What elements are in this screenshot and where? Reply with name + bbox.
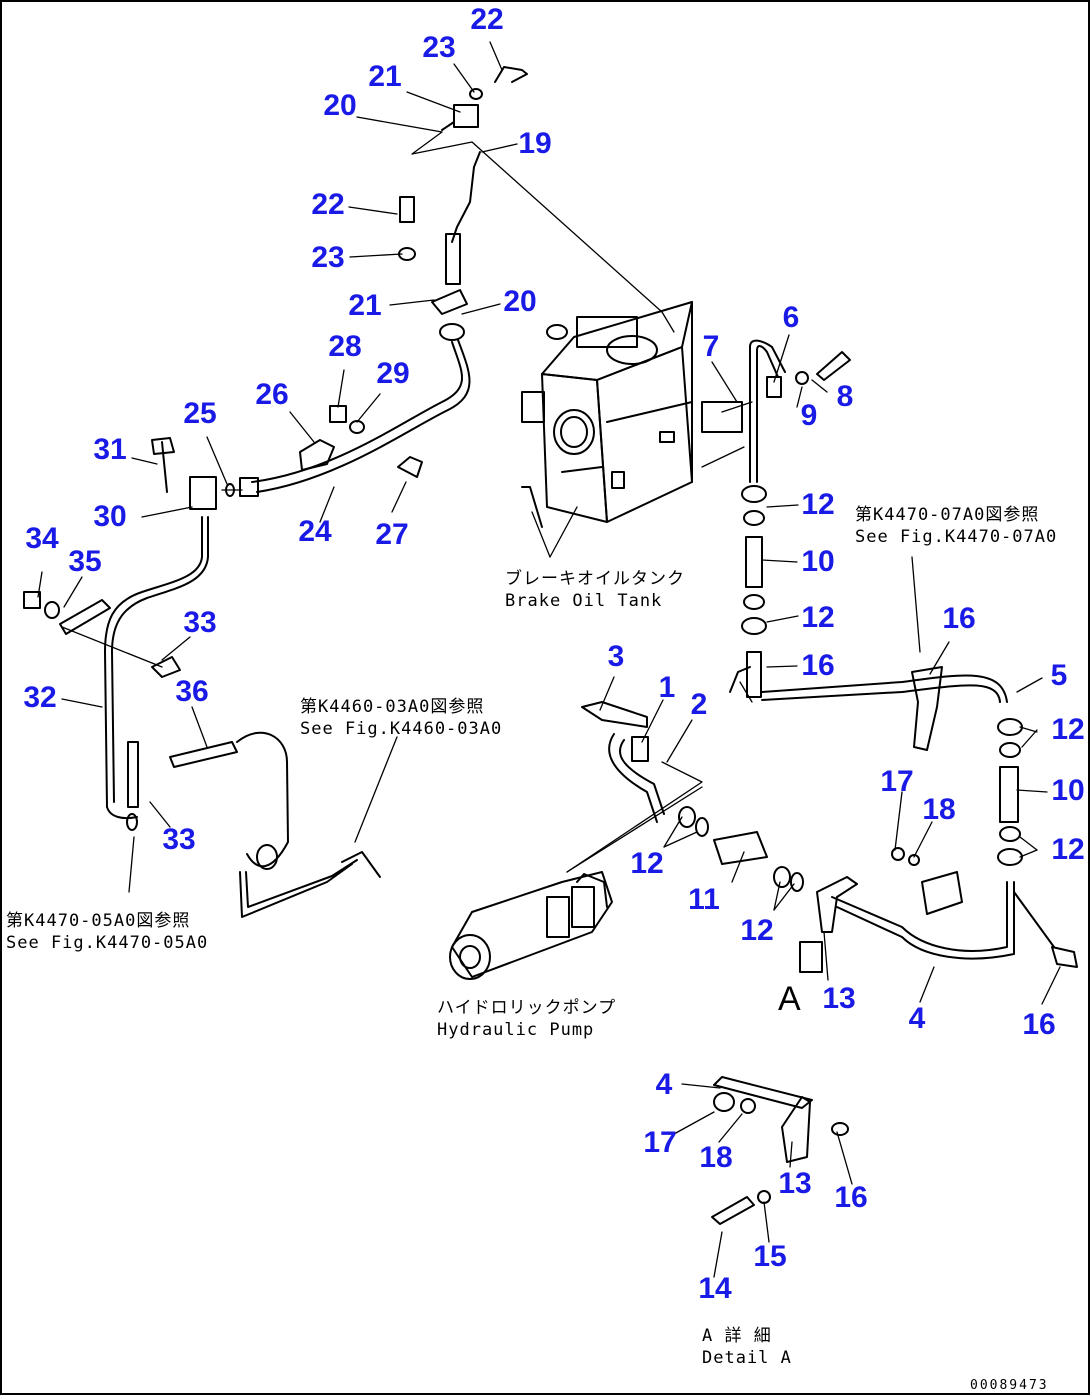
callout-23: 23 [422,31,456,64]
brake-oil-tank-label: ブレーキオイルタンク Brake Oil Tank [505,568,685,612]
hydraulic-pump-jp: ハイドロリックポンプ [437,998,617,1018]
callout-15: 15 [753,1240,787,1273]
callout-16: 16 [942,602,976,635]
callout-22: 22 [311,188,345,221]
brake-oil-tank [521,301,743,528]
callout-2: 2 [690,688,708,721]
callout-33: 33 [162,823,196,856]
leader-lines [37,41,1061,1278]
callout-12: 12 [1051,713,1085,746]
brake-oil-tank-jp: ブレーキオイルタンク [505,569,685,589]
right-assembly [729,339,1023,866]
hydraulic-pump-label: ハイドロリックポンプ Hydraulic Pump [437,997,616,1041]
detail-a-jp: A 詳 細 [702,1326,772,1346]
detail-a-en: Detail A [702,1348,792,1368]
callout-22: 22 [470,3,504,36]
ref-note-k4470-07a0: 第K4470-07A0図参照 See Fig.K4470-07A0 [855,504,1057,548]
ref-note-k4470-05a0: 第K4470-05A0図参照 See Fig.K4470-05A0 [6,910,208,954]
view-a-marker: A [778,980,801,1018]
callout-19: 19 [518,127,552,160]
top-fittings [398,66,528,341]
callout-32: 32 [23,681,57,714]
callout-23: 23 [311,241,345,274]
callout-21: 21 [348,289,382,322]
callout-12: 12 [1051,833,1085,866]
callout-16: 16 [834,1181,868,1214]
ref-note-en: See Fig.K4460-03A0 [300,719,503,739]
callout-31: 31 [93,433,127,466]
callout-4: 4 [655,1068,673,1101]
callout-9: 9 [800,399,818,432]
callout-13: 13 [778,1167,812,1200]
callout-10: 10 [1051,774,1085,807]
callout-18: 18 [699,1141,733,1174]
ref-note-en: See Fig.K4470-05A0 [6,933,209,953]
callout-24: 24 [298,515,332,548]
callout-34: 34 [25,522,59,555]
callout-35: 35 [68,545,102,578]
callout-27: 27 [375,518,409,551]
ref-note-k4460-03a0: 第K4460-03A0図参照 See Fig.K4460-03A0 [300,696,502,740]
callout-16: 16 [1022,1008,1056,1041]
detail-a-label: A 詳 細 Detail A [702,1325,792,1369]
callout-16: 16 [801,649,835,682]
callout-6: 6 [782,301,800,334]
callout-20: 20 [323,89,357,122]
callout-3: 3 [607,640,625,673]
drawing-code: 00089473 [970,1378,1049,1393]
middle-assembly [581,701,1078,973]
callout-12: 12 [740,914,774,947]
ref-note-jp: 第K4470-05A0図参照 [6,911,191,931]
brake-oil-tank-en: Brake Oil Tank [505,591,663,611]
callout-7: 7 [702,330,720,363]
callout-1: 1 [658,671,676,704]
callout-28: 28 [328,330,362,363]
callout-30: 30 [93,500,127,533]
callout-33: 33 [183,606,217,639]
ref-note-en: See Fig.K4470-07A0 [855,527,1058,547]
callout-14: 14 [698,1272,732,1305]
ref-note-jp: 第K4460-03A0図参照 [300,697,485,717]
callout-10: 10 [801,545,835,578]
left-assembly [23,437,381,918]
callout-20: 20 [503,285,537,318]
callout-17: 17 [643,1126,677,1159]
callout-8: 8 [836,380,854,413]
callout-36: 36 [175,675,209,708]
callout-12: 12 [801,601,835,634]
callout-4: 4 [908,1002,926,1035]
hydraulic-pump [449,871,613,980]
detail-a-assembly [711,1076,849,1225]
callout-18: 18 [922,793,956,826]
callout-21: 21 [368,60,402,93]
callout-29: 29 [376,357,410,390]
hose-24 [225,339,471,497]
callout-11: 11 [688,883,720,916]
callout-25: 25 [183,397,217,430]
ref-note-jp: 第K4470-07A0図参照 [855,505,1040,525]
callout-12: 12 [801,488,835,521]
callout-26: 26 [255,378,289,411]
callout-5: 5 [1050,659,1068,692]
callout-13: 13 [822,982,856,1015]
callout-17: 17 [880,765,914,798]
callout-12: 12 [630,847,664,880]
hydraulic-pump-en: Hydraulic Pump [437,1020,595,1040]
